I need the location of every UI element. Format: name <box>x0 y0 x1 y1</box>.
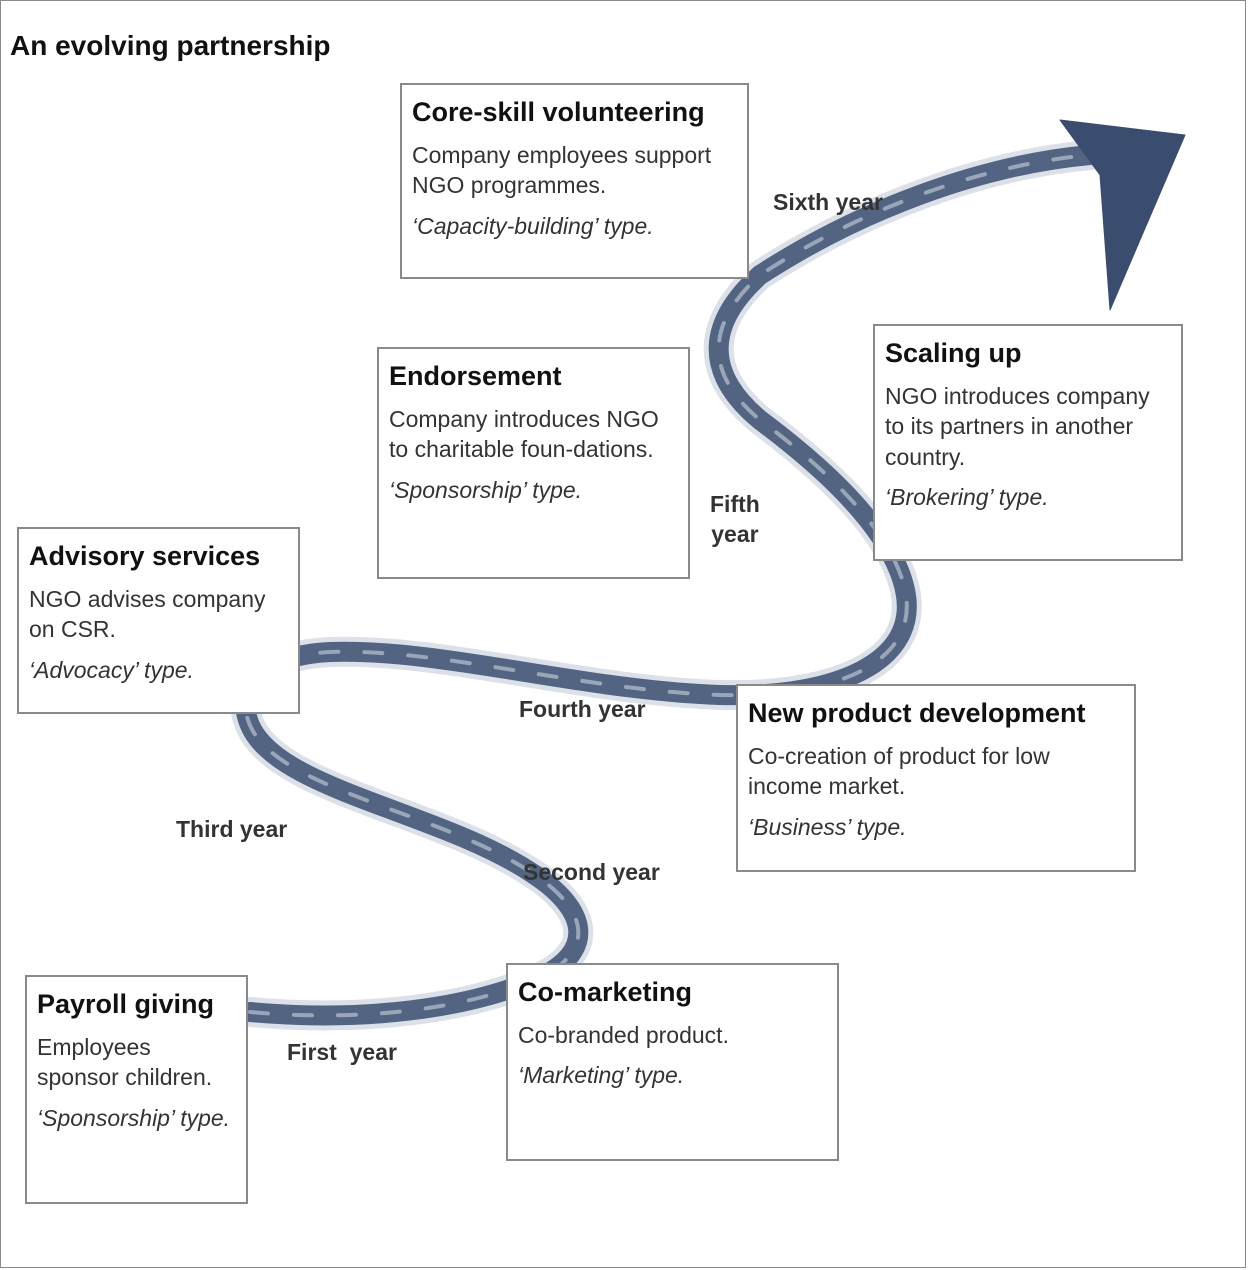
stage-box-new-product-development: New product development Co-creation of p… <box>736 684 1136 872</box>
year-label-fourth: Fourth year <box>519 696 646 722</box>
year-label-fifth: Fifth year <box>710 491 760 547</box>
stage-heading: Core-skill volunteering <box>412 97 705 127</box>
stage-type: ‘Brokering’ type. <box>885 484 1049 511</box>
stage-box-endorsement: Endorsement Company introduces NGO to ch… <box>377 347 690 579</box>
stage-heading: Endorsement <box>389 361 562 391</box>
stage-description: Company introduces NGO to charitable fou… <box>389 406 659 463</box>
path-stroke <box>235 145 1100 1026</box>
stage-box-core-skill-volunteering: Core-skill volunteering Company employee… <box>400 83 749 279</box>
stage-description: Employees sponsor children. <box>37 1034 213 1091</box>
stage-type: ‘Business’ type. <box>748 813 907 840</box>
stage-type: ‘Marketing’ type. <box>518 1062 685 1089</box>
stage-type: ‘Sponsorship’ type. <box>37 1104 231 1131</box>
stage-box-co-marketing: Co-marketing Co-branded product. ‘Market… <box>506 963 839 1161</box>
stage-box-advisory-services: Advisory services NGO advises company on… <box>17 527 300 714</box>
year-label-sixth: Sixth year <box>773 189 883 215</box>
stage-type: ‘Advocacy’ type. <box>29 656 194 683</box>
stage-heading: Payroll giving <box>37 989 215 1019</box>
stage-type: ‘Capacity-building’ type. <box>412 212 654 239</box>
stage-box-payroll-giving: Payroll giving Employees sponsor childre… <box>25 975 248 1204</box>
stage-description: Company employees support NGO programmes… <box>412 142 712 199</box>
path-shadow <box>230 140 1105 1031</box>
year-label-first: First year <box>287 1039 397 1065</box>
year-label-third: Third year <box>176 816 288 842</box>
stage-heading: Advisory services <box>29 541 261 571</box>
stage-box-scaling-up: Scaling up NGO introduces company to its… <box>873 324 1183 561</box>
stage-heading: Co-marketing <box>518 977 693 1007</box>
stage-heading: Scaling up <box>885 338 1022 368</box>
year-label-second: Second year <box>523 859 660 885</box>
path-arrowhead <box>1059 119 1186 311</box>
stage-heading: New product development <box>748 698 1086 728</box>
stage-description: Co-branded product. <box>518 1022 729 1049</box>
path-highlight <box>243 153 1092 1018</box>
stage-description: Co-creation of product for low income ma… <box>748 743 1050 800</box>
stage-type: ‘Sponsorship’ type. <box>389 476 583 503</box>
diagram-title: An evolving partnership <box>10 30 331 61</box>
stage-description: NGO advises company on CSR. <box>29 586 266 643</box>
stage-description: NGO introduces company to its partners i… <box>885 383 1150 470</box>
